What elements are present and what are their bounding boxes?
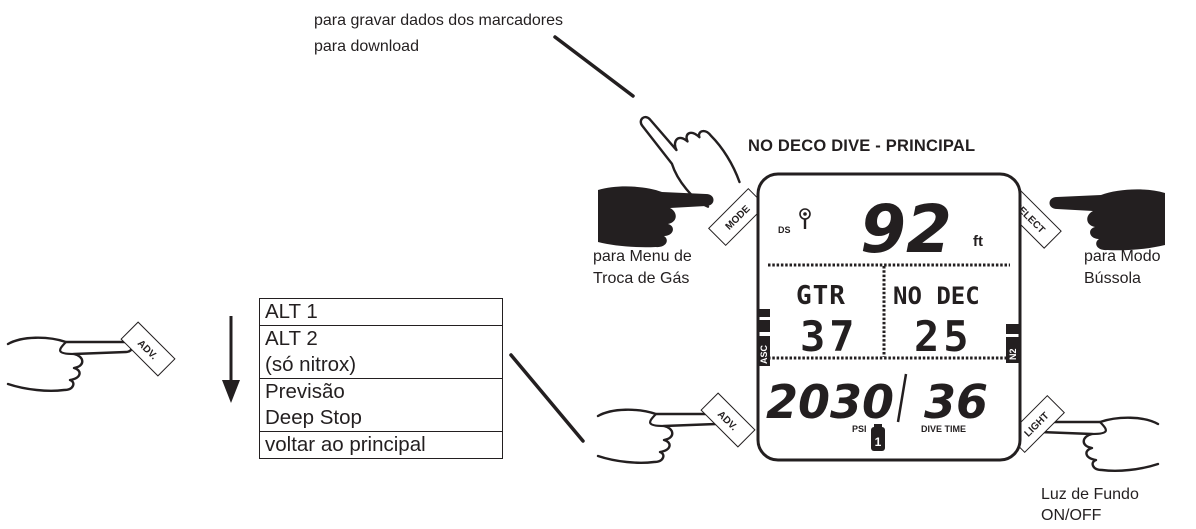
svg-text:ft: ft bbox=[973, 233, 983, 250]
svg-text:GTR: GTR bbox=[796, 281, 846, 311]
svg-text:DS: DS bbox=[778, 225, 791, 235]
pointing-hand-icon bbox=[598, 186, 714, 248]
menu-item-sublabel: Deep Stop bbox=[265, 406, 362, 429]
page-title: NO DECO DIVE - PRINCIPAL bbox=[748, 137, 976, 155]
menu-item-sublabel: (só nitrox) bbox=[265, 353, 357, 376]
pointing-hand-icon bbox=[639, 115, 741, 208]
pointing-hand-icon bbox=[1049, 189, 1165, 251]
select-press-caption-line1: para Modo bbox=[1084, 248, 1161, 265]
pointing-hand-icon bbox=[596, 408, 724, 464]
select-press-caption-line2: Bússola bbox=[1084, 270, 1141, 287]
dive-time-value: 36 bbox=[924, 375, 988, 429]
menu-connector-line bbox=[509, 353, 585, 443]
svg-text:NO DEC: NO DEC bbox=[893, 282, 980, 310]
svg-text:ASC: ASC bbox=[759, 344, 769, 364]
menu-item-deep-stop-preview[interactable]: Previsão Deep Stop bbox=[260, 378, 502, 431]
mode-press-caption-line1: para Menu de bbox=[593, 248, 692, 265]
mode-press-caption-line2: Troca de Gás bbox=[593, 270, 690, 287]
pressure-value: 2030 bbox=[766, 375, 894, 429]
menu-item-label: ALT 1 bbox=[265, 300, 318, 323]
menu-item-back-to-main[interactable]: voltar ao principal bbox=[260, 431, 502, 458]
depth-value: 92 bbox=[860, 191, 952, 268]
svg-text:N2: N2 bbox=[1008, 348, 1018, 360]
tank-icon: 1 bbox=[871, 424, 885, 451]
light-press-caption-line2: ON/OFF bbox=[1041, 507, 1102, 524]
svg-text:PSI: PSI bbox=[852, 424, 867, 434]
svg-text:25: 25 bbox=[914, 312, 973, 361]
light-press-caption-line1: Luz de Fundo bbox=[1041, 486, 1139, 503]
menu-item-alt2[interactable]: ALT 2 (só nitrox) bbox=[260, 325, 502, 378]
adv-button-left: ADV. bbox=[120, 321, 176, 377]
transmitter-icon bbox=[799, 208, 811, 229]
menu-item-label: voltar ao principal bbox=[265, 433, 426, 456]
pointing-hand-icon bbox=[1032, 416, 1160, 472]
menu-item-label: Previsão bbox=[265, 380, 345, 403]
menu-item-label: ALT 2 bbox=[265, 327, 318, 350]
pointing-hand-icon bbox=[6, 336, 134, 392]
mode-hold-caption-line2: para download bbox=[314, 38, 419, 55]
svg-text:1: 1 bbox=[875, 435, 882, 449]
adv-menu: ALT 1 ALT 2 (só nitrox) Previsão Deep St… bbox=[259, 298, 503, 459]
menu-item-alt1[interactable]: ALT 1 bbox=[260, 299, 502, 325]
svg-text:37: 37 bbox=[800, 312, 859, 361]
mode-hold-caption-line1: para gravar dados dos marcadores bbox=[314, 12, 564, 29]
adv-button-right: ADV. bbox=[700, 392, 756, 448]
dive-computer-display: DS 92 ft GTR NO DEC 37 25 ASC N2 2030 36… bbox=[756, 172, 1022, 462]
down-arrow-icon bbox=[222, 316, 240, 403]
mode-hold-line bbox=[553, 35, 635, 98]
svg-text:DIVE TIME: DIVE TIME bbox=[921, 424, 966, 434]
